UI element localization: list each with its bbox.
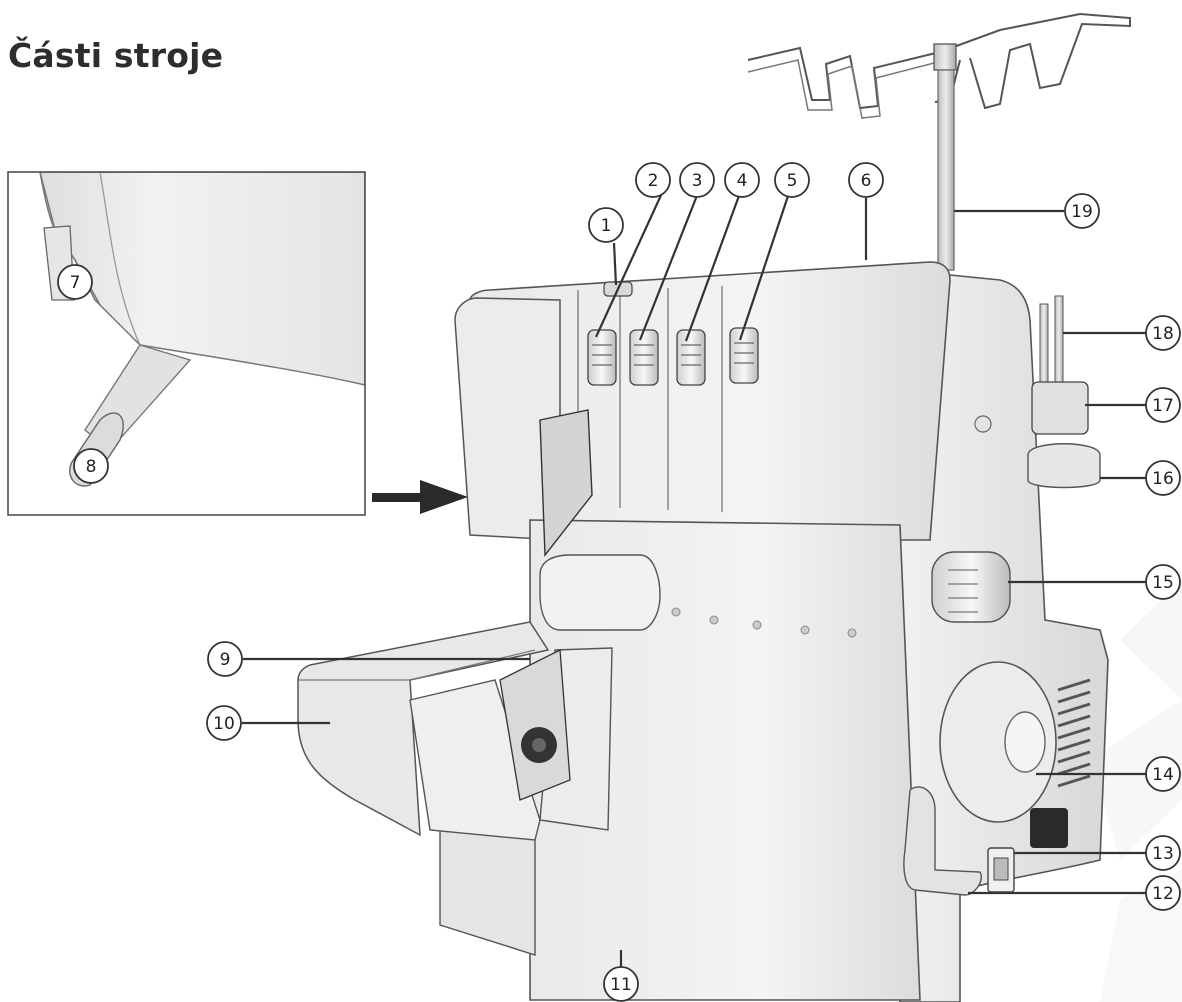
callout-11: 11 bbox=[603, 966, 639, 1002]
callout-18: 18 bbox=[1145, 315, 1181, 351]
svg-text:16: 16 bbox=[1152, 469, 1174, 489]
svg-text:7: 7 bbox=[70, 273, 81, 293]
svg-text:15: 15 bbox=[1152, 573, 1174, 593]
svg-text:8: 8 bbox=[86, 457, 97, 477]
svg-text:6: 6 bbox=[861, 171, 872, 191]
svg-text:9: 9 bbox=[220, 650, 231, 670]
callout-19: 19 bbox=[1064, 193, 1100, 229]
svg-text:4: 4 bbox=[737, 171, 748, 191]
callout-1: 1 bbox=[588, 207, 624, 243]
svg-text:19: 19 bbox=[1071, 202, 1093, 222]
serger-body bbox=[297, 261, 1109, 1002]
callout-10: 10 bbox=[206, 705, 242, 741]
svg-text:5: 5 bbox=[787, 171, 798, 191]
callout-4: 4 bbox=[724, 162, 760, 198]
callout-8: 8 bbox=[73, 448, 109, 484]
svg-text:14: 14 bbox=[1152, 765, 1174, 785]
page-title: Části stroje bbox=[8, 36, 224, 75]
callout-5: 5 bbox=[774, 162, 810, 198]
callout-9: 9 bbox=[207, 641, 243, 677]
stitch-length-dial bbox=[931, 551, 1011, 623]
callout-6: 6 bbox=[848, 162, 884, 198]
callout-3: 3 bbox=[679, 162, 715, 198]
callout-2: 2 bbox=[635, 162, 671, 198]
svg-text:18: 18 bbox=[1152, 324, 1174, 344]
arrow-icon bbox=[372, 480, 468, 514]
spool-holders bbox=[1027, 295, 1101, 489]
leader-lines bbox=[242, 192, 1148, 975]
thread-stand bbox=[747, 12, 1131, 271]
svg-text:11: 11 bbox=[610, 975, 632, 995]
callout-16: 16 bbox=[1145, 460, 1181, 496]
vent-grill bbox=[1057, 678, 1091, 788]
handwheel bbox=[939, 661, 1057, 823]
svg-text:17: 17 bbox=[1152, 396, 1174, 416]
callout-17: 17 bbox=[1145, 387, 1181, 423]
callout-15: 15 bbox=[1145, 564, 1181, 600]
svg-text:12: 12 bbox=[1152, 884, 1174, 904]
svg-text:3: 3 bbox=[692, 171, 703, 191]
svg-text:13: 13 bbox=[1152, 844, 1174, 864]
tension-dials bbox=[587, 327, 759, 386]
detail-inset bbox=[7, 171, 366, 516]
callout-7: 7 bbox=[57, 264, 93, 300]
callout-14: 14 bbox=[1145, 756, 1181, 792]
callout-13: 13 bbox=[1145, 835, 1181, 871]
svg-text:1: 1 bbox=[601, 216, 612, 236]
svg-text:10: 10 bbox=[213, 714, 235, 734]
callout-12: 12 bbox=[1145, 875, 1181, 911]
svg-text:2: 2 bbox=[648, 171, 659, 191]
